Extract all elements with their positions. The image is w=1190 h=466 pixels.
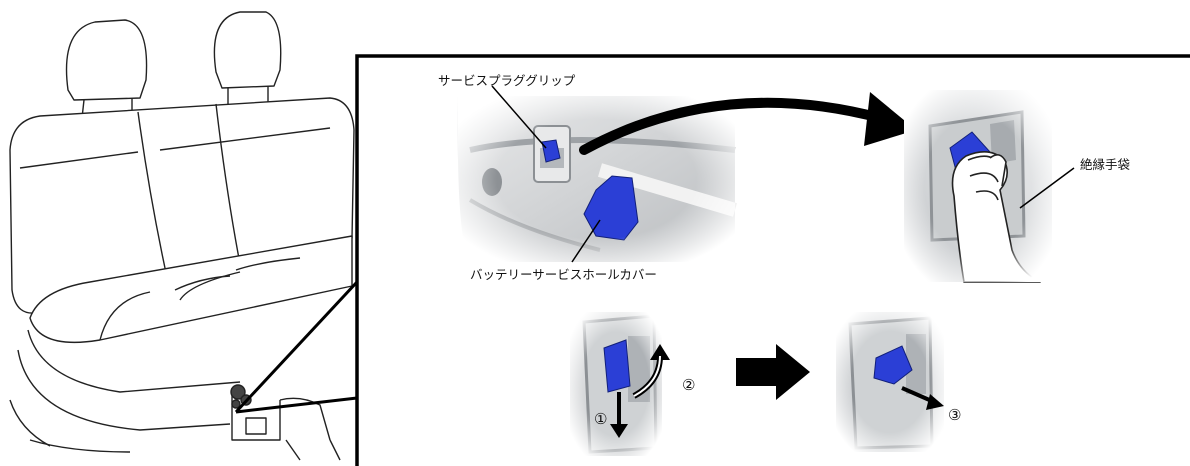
step-2-marker: ② <box>682 376 696 394</box>
photo-step-3 <box>836 312 944 452</box>
next-step-arrow <box>736 344 810 400</box>
photo-cover-location <box>457 96 737 262</box>
label-service-plug-grip: サービスプラググリップ <box>438 73 576 88</box>
arrow-step-2 <box>632 344 670 399</box>
arrow-step-3 <box>901 386 944 410</box>
callout-lines <box>234 280 359 414</box>
label-battery-service-hole-cover: バッテリーサービスホールカバー <box>470 267 657 282</box>
step-1-marker: ① <box>594 410 608 428</box>
arrow-step-1 <box>610 392 628 438</box>
curved-arrow <box>579 92 916 155</box>
label-insulated-gloves: 絶縁手袋 <box>1080 157 1131 172</box>
rear-seat-drawing <box>9 11 355 461</box>
detail-panel-border <box>355 54 1190 466</box>
photo-gloved-hand <box>904 90 1052 283</box>
step-3-marker: ③ <box>948 406 962 424</box>
